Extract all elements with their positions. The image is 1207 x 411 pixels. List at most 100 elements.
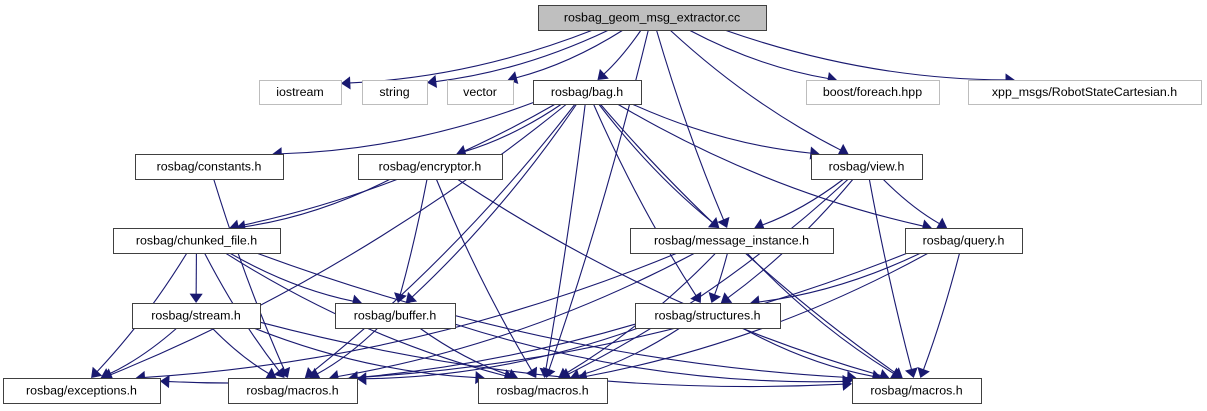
node-box[interactable] <box>852 378 982 404</box>
node-box[interactable] <box>538 5 767 31</box>
edge-arrowhead <box>717 216 730 229</box>
dependency-edge <box>419 327 510 376</box>
node-label: string <box>379 85 409 99</box>
edge-arrowhead <box>273 366 285 379</box>
node-label: rosbag/macros.h <box>246 383 338 397</box>
node-box[interactable] <box>811 154 923 180</box>
graph-node-structures[interactable]: rosbag/structures.h <box>635 303 781 329</box>
dependency-edge <box>244 178 391 228</box>
edge-arrowhead <box>426 74 438 89</box>
graph-node-foreach[interactable]: boost/foreach.hpp <box>806 80 940 105</box>
dependency-edge <box>256 252 848 379</box>
dependency-edge <box>349 29 594 84</box>
node-label: rosbag/buffer.h <box>354 308 437 322</box>
dependency-edge <box>317 327 379 375</box>
node-box[interactable] <box>635 303 781 329</box>
dependency-edge <box>281 102 534 155</box>
dependency-edge <box>598 103 713 223</box>
node-label: xpp_msgs/RobotStateCartesian.h <box>992 85 1177 99</box>
edge-arrowhead <box>935 217 948 230</box>
edge-layer <box>91 29 1015 391</box>
graph-node-query[interactable]: rosbag/query.h <box>905 228 1023 254</box>
graph-node-vector[interactable]: vector <box>447 80 514 105</box>
dependency-edge <box>714 252 729 295</box>
edge-arrowhead <box>340 76 351 90</box>
node-box[interactable] <box>630 228 834 254</box>
node-box[interactable] <box>259 80 342 105</box>
dependency-edge <box>578 327 681 377</box>
node-box[interactable] <box>132 303 261 329</box>
node-box[interactable] <box>228 378 358 404</box>
graph-node-stream[interactable]: rosbag/stream.h <box>132 303 261 329</box>
node-box[interactable] <box>533 80 642 105</box>
node-label: rosbag/macros.h <box>496 383 588 397</box>
dependency-edge <box>655 29 725 220</box>
node-label: rosbag/structures.h <box>654 308 760 322</box>
dependency-edge <box>411 103 578 298</box>
dependency-edge <box>868 178 912 370</box>
graph-node-xpp[interactable]: xpp_msgs/RobotStateCartesian.h <box>968 80 1202 105</box>
dependency-edge <box>762 178 845 226</box>
graph-node-msginst[interactable]: rosbag/message_instance.h <box>630 228 834 254</box>
dependency-edge <box>545 103 586 370</box>
graph-node-bag[interactable]: rosbag/bag.h <box>533 80 642 105</box>
dependency-edge <box>742 327 873 377</box>
graph-node-macros2[interactable]: rosbag/macros.h <box>478 378 608 404</box>
edge-arrowhead <box>539 367 553 379</box>
dependency-edge <box>259 321 844 388</box>
edge-arrowhead <box>525 366 538 379</box>
node-label: boost/foreach.hpp <box>823 85 922 99</box>
edge-arrowhead <box>356 372 367 386</box>
dependency-edge <box>923 252 961 370</box>
node-label: rosbag_geom_msg_extractor.cc <box>564 10 740 24</box>
edge-arrowhead <box>91 366 103 379</box>
graph-node-view[interactable]: rosbag/view.h <box>811 154 923 180</box>
dependency-edge <box>357 252 908 378</box>
graph-node-iostream[interactable]: iostream <box>259 80 342 105</box>
node-box[interactable] <box>335 303 456 329</box>
graph-node-string[interactable]: string <box>362 80 428 105</box>
graph-node-constants[interactable]: rosbag/constants.h <box>135 154 284 180</box>
node-box[interactable] <box>968 80 1202 105</box>
dependency-edge <box>516 29 624 79</box>
node-layer: rosbag_geom_msg_extractor.cc iostream stri… <box>3 5 1202 404</box>
edge-arrowhead <box>690 291 702 304</box>
dependency-edge <box>399 178 428 295</box>
edge-arrowhead <box>597 68 609 81</box>
graph-node-encryptor[interactable]: rosbag/encryptor.h <box>358 154 503 180</box>
node-box[interactable] <box>362 80 428 105</box>
edge-arrowhead <box>917 366 930 379</box>
dependency-edge <box>213 178 285 370</box>
node-box[interactable] <box>135 154 284 180</box>
node-box[interactable] <box>905 228 1023 254</box>
graph-node-buffer[interactable]: rosbag/buffer.h <box>335 303 456 329</box>
dependency-edge <box>631 103 811 154</box>
node-label: rosbag/message_instance.h <box>654 233 809 247</box>
dependency-edge <box>669 29 841 151</box>
node-label: rosbag/macros.h <box>870 383 962 397</box>
graph-node-macros3[interactable]: rosbag/macros.h <box>852 378 982 404</box>
graph-node-macros1[interactable]: rosbag/macros.h <box>228 378 358 404</box>
node-label: rosbag/encryptor.h <box>379 159 482 173</box>
graph-node-root[interactable]: rosbag_geom_msg_extractor.cc <box>538 5 767 31</box>
node-box[interactable] <box>806 80 940 105</box>
node-box[interactable] <box>3 378 161 404</box>
dependency-edge <box>882 178 940 225</box>
node-box[interactable] <box>447 80 514 105</box>
edge-arrowhead <box>707 217 720 229</box>
graph-node-exceptions[interactable]: rosbag/exceptions.h <box>3 378 161 404</box>
node-label: rosbag/constants.h <box>157 159 262 173</box>
node-box[interactable] <box>358 154 503 180</box>
dependency-edge <box>759 252 922 303</box>
graph-node-chunked[interactable]: rosbag/chunked_file.h <box>113 228 281 254</box>
dependency-edge <box>456 178 881 377</box>
edge-arrowhead <box>720 292 733 304</box>
edge-arrowhead <box>189 293 203 304</box>
edge-arrowhead <box>708 291 721 304</box>
dependency-edge <box>592 103 697 296</box>
edge-arrowhead <box>842 374 853 389</box>
node-box[interactable] <box>113 228 281 254</box>
node-box[interactable] <box>478 378 608 404</box>
